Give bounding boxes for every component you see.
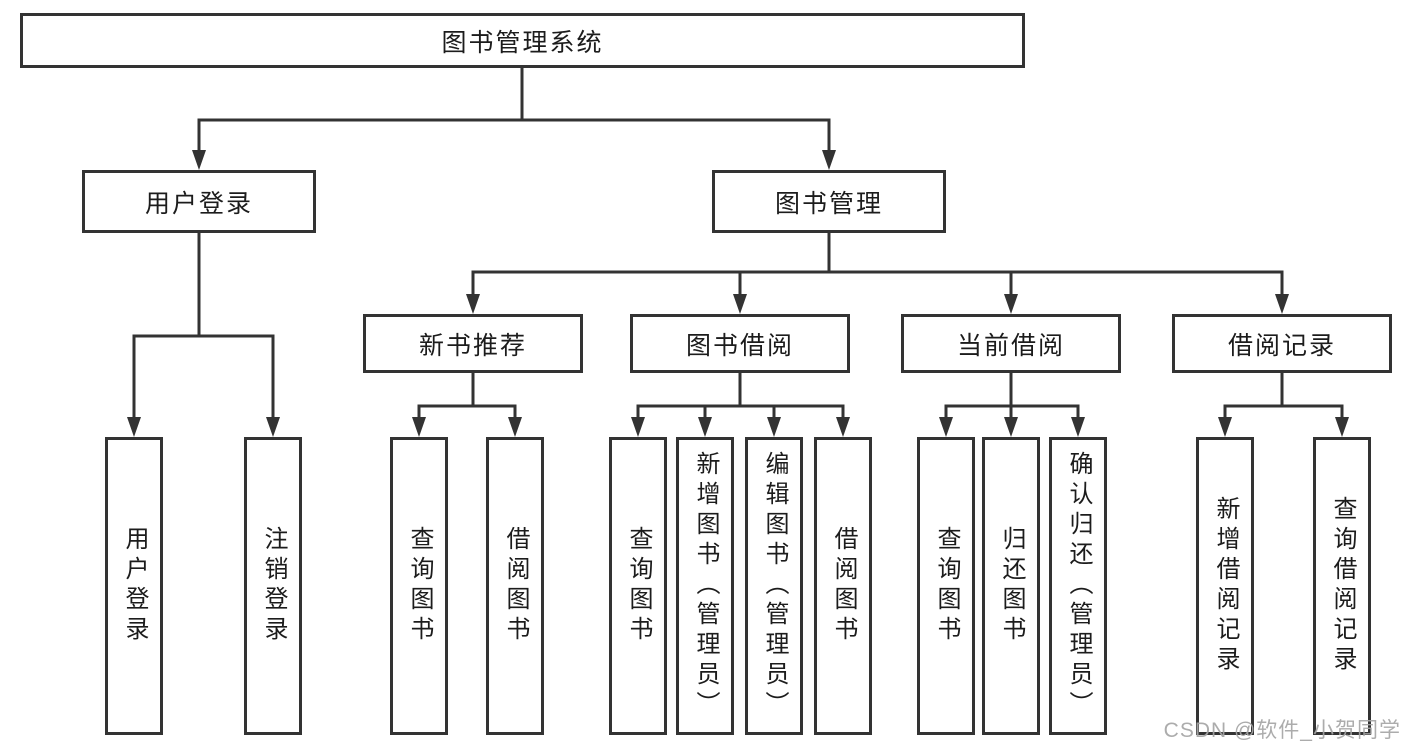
leaf-borrow-books-recommend: 借阅图书 [486, 437, 544, 735]
node-borrowing-records: 借阅记录 [1172, 314, 1392, 373]
node-label: 图书借阅 [685, 331, 794, 360]
node-label: 确认归还（管理员） [1065, 451, 1092, 721]
leaf-query-books-current: 查询图书 [917, 437, 975, 735]
leaf-user-login: 用户登录 [105, 437, 163, 735]
node-label: 查询借阅记录 [1329, 496, 1356, 676]
leaf-query-books-recommend: 查询图书 [390, 437, 448, 735]
node-label: 图书管理系统 [441, 28, 604, 57]
node-new-book-recommend: 新书推荐 [363, 314, 583, 373]
node-label: 新增借阅记录 [1212, 496, 1239, 676]
node-label: 查询图书 [933, 526, 960, 646]
leaf-confirm-return-admin: 确认归还（管理员） [1049, 437, 1107, 735]
leaf-query-borrow-record: 查询借阅记录 [1313, 437, 1371, 735]
node-label: 借阅图书 [502, 526, 529, 646]
node-label: 归还图书 [998, 526, 1025, 646]
leaf-logout: 注销登录 [244, 437, 302, 735]
node-label: 用户登录 [121, 526, 148, 646]
node-label: 借阅图书 [830, 526, 857, 646]
node-label: 查询图书 [625, 526, 652, 646]
node-book-management-branch: 图书管理 [712, 170, 946, 233]
leaf-borrow-books: 借阅图书 [814, 437, 872, 735]
node-label: 当前借阅 [956, 331, 1065, 360]
csdn-watermark: CSDN @软件_小贺同学 [1163, 719, 1401, 742]
leaf-return-books: 归还图书 [982, 437, 1040, 735]
leaf-add-borrow-record: 新增借阅记录 [1196, 437, 1254, 735]
node-label: 新增图书（管理员） [692, 451, 719, 721]
node-label: 用户登录 [144, 189, 253, 218]
node-label: 注销登录 [260, 526, 287, 646]
leaf-edit-books-admin: 编辑图书（管理员） [745, 437, 803, 735]
node-current-borrowing: 当前借阅 [901, 314, 1121, 373]
leaf-add-books-admin: 新增图书（管理员） [676, 437, 734, 735]
node-user-login-branch: 用户登录 [82, 170, 316, 233]
node-root-system: 图书管理系统 [20, 13, 1025, 68]
node-book-borrowing: 图书借阅 [630, 314, 850, 373]
node-label: 新书推荐 [418, 331, 527, 360]
node-label: 借阅记录 [1227, 331, 1336, 360]
node-label: 查询图书 [406, 526, 433, 646]
leaf-query-books-borrow: 查询图书 [609, 437, 667, 735]
node-label: 图书管理 [774, 189, 883, 218]
node-label: 编辑图书（管理员） [761, 451, 788, 721]
